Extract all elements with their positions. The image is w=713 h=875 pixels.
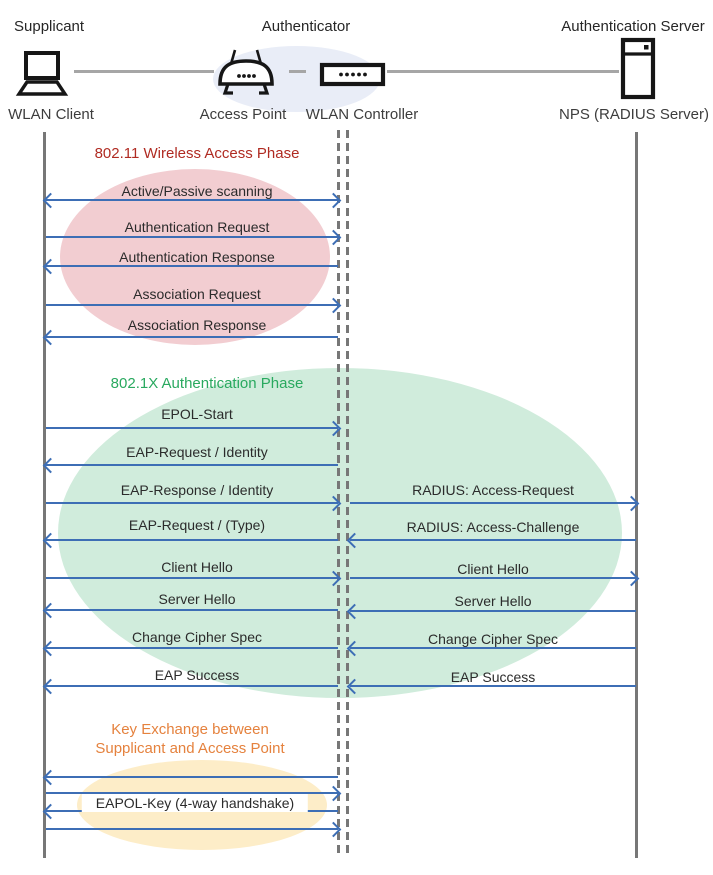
wlan-controller-icon [319, 62, 386, 87]
arrow-client-hello-right [350, 577, 636, 579]
message-label: Association Request [133, 286, 261, 302]
role-supplicant: Supplicant [14, 18, 85, 35]
arrow-change-cipher-spec-left [46, 647, 338, 649]
access-point-icon [218, 49, 274, 95]
role-authenticator: Authenticator [261, 18, 351, 35]
message-label: EPOL-Start [161, 406, 233, 422]
message-label: EAP Success [154, 667, 240, 683]
message-label: Authentication Response [119, 249, 275, 265]
connector-controller-server [387, 70, 619, 73]
arrow-association-response [46, 336, 338, 338]
lifeline-nps-server [635, 132, 638, 858]
phase1-title: 802.11 Wireless Access Phase [94, 145, 300, 162]
role-authentication-server: Authentication Server [561, 18, 705, 35]
arrow-eap-request-type [46, 539, 338, 541]
phase2-ellipse [58, 368, 622, 698]
lifeline-dashed-controller-2 [346, 130, 349, 853]
arrow-eapol-key-4 [46, 828, 338, 830]
node-label-access-point: Access Point [199, 106, 287, 123]
message-label: RADIUS: Access-Request [412, 482, 574, 498]
arrow-server-hello-left [46, 609, 338, 611]
node-label-wlan-client: WLAN Client [8, 106, 94, 123]
eapol-key-label: EAPOL-Key (4-way handshake) [81, 794, 309, 812]
arrow-authentication-response [46, 265, 338, 267]
message-label: RADIUS: Access-Challenge [406, 519, 580, 535]
arrow-client-hello-left [46, 577, 338, 579]
arrow-radius-access-challenge [350, 539, 636, 541]
message-label: Change Cipher Spec [132, 629, 262, 645]
arrow-server-hello-right [350, 610, 636, 612]
message-label: Server Hello [158, 591, 236, 607]
arrow-eapol-key-2 [46, 792, 338, 794]
message-label: EAP Success [450, 669, 536, 685]
message-label: Client Hello [161, 559, 233, 575]
arrow-eap-response-identity [46, 502, 338, 504]
message-label: Client Hello [457, 561, 529, 577]
arrow-active-passive-scanning [46, 199, 338, 201]
message-label: Association Response [127, 317, 267, 333]
server-icon [620, 37, 656, 100]
message-label: Authentication Request [124, 219, 270, 235]
connector-client-ap [74, 70, 214, 73]
node-label-wlan-controller: WLAN Controller [305, 106, 419, 123]
laptop-icon [15, 51, 69, 96]
lifeline-dashed-controller-1 [337, 130, 340, 853]
arrow-change-cipher-spec-right [350, 647, 636, 649]
message-label: EAP-Response / Identity [120, 482, 274, 498]
phase3-title-line1: Key Exchange between [111, 721, 269, 738]
lifeline-wlan-client [43, 132, 46, 858]
connector-ap-controller [289, 70, 306, 73]
node-label-nps-radius: NPS (RADIUS Server) [558, 106, 710, 123]
message-label: Active/Passive scanning [121, 183, 273, 199]
arrow-eap-success-right [350, 685, 636, 687]
message-label: Server Hello [454, 593, 532, 609]
arrow-eapol-key-1 [46, 776, 338, 778]
message-label: EAP-Request / (Type) [128, 517, 266, 533]
message-label: Change Cipher Spec [428, 631, 558, 647]
arrow-radius-access-request [350, 502, 636, 504]
arrow-epol-start [46, 427, 338, 429]
phase3-title-line2: Supplicant and Access Point [95, 740, 285, 757]
arrow-association-request [46, 304, 338, 306]
arrow-eap-request-identity [46, 464, 338, 466]
arrow-authentication-request [46, 236, 338, 238]
arrow-eap-success-left [46, 685, 338, 687]
phase2-title: 802.1X Authentication Phase [110, 375, 304, 392]
message-label: EAP-Request / Identity [126, 444, 268, 460]
